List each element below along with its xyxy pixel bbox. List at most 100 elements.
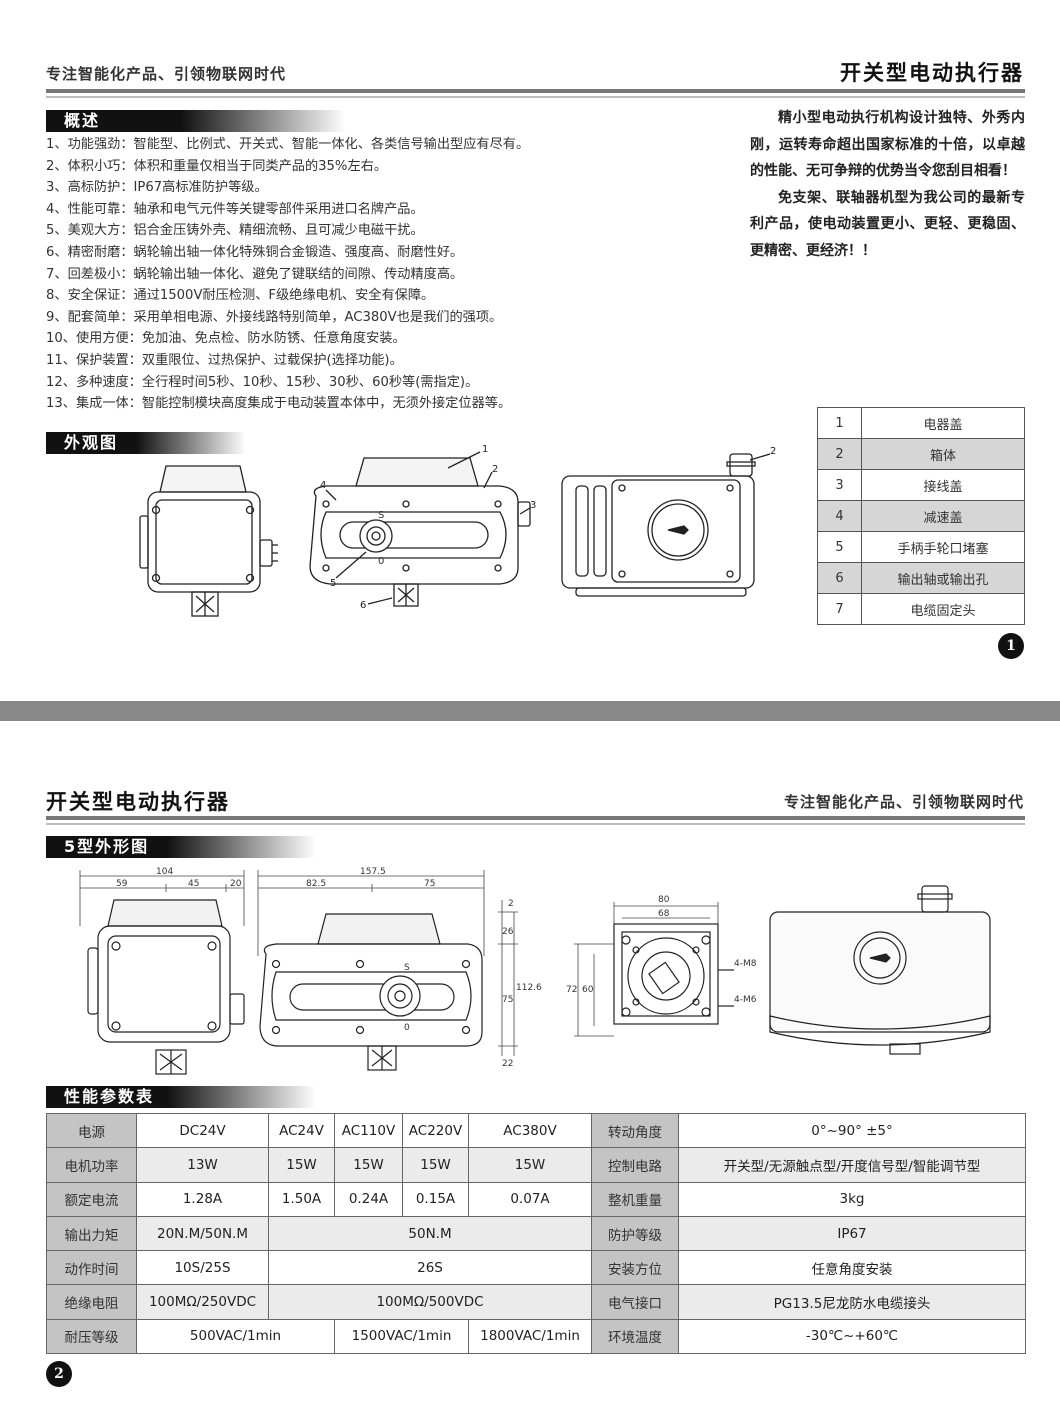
part-no: 6 <box>817 562 862 594</box>
part-name: 接线盖 <box>861 469 1025 501</box>
table-row: 绝缘电阻 100MΩ/250VDC 100MΩ/500VDC 电气接口 PG13… <box>46 1284 1026 1320</box>
spec-cell: 0.24A <box>334 1181 403 1217</box>
callout-label: 1 <box>482 444 488 455</box>
part-no: 2 <box>817 438 862 470</box>
spec-cell: -30℃~+60℃ <box>678 1318 1026 1355</box>
table-row: 电机功率 13W 15W 15W 15W 15W 控制电路 开关型/无源触点型/… <box>46 1147 1026 1183</box>
feature-item: 6、精密耐磨：蜗轮输出轴一体化特殊铜合金锻造、强度高、耐磨性好。 <box>46 245 464 260</box>
dial-0-label: 0 <box>378 556 384 567</box>
spec-cell: 开关型/无源触点型/开度信号型/智能调节型 <box>678 1147 1026 1183</box>
feature-item: 9、配套简单：采用单相电源、外接线路特别简单，AC380V也是我们的强项。 <box>46 309 503 325</box>
feature-item: 12、多种速度：全行程时间5秒、10秒、15秒、30秒、60秒等(需指定)。 <box>46 374 479 390</box>
dim-label: 68 <box>658 909 670 919</box>
callout-label: 5 <box>330 578 336 589</box>
spec-cell: 0.15A <box>402 1181 469 1217</box>
callout-label: 6 <box>360 600 366 611</box>
dimension-drawings: 104 59 45 20 157.5 82.5 75 2 26 75 112.6… <box>79 867 991 1075</box>
spec-cell: 0°~90° ±5° <box>678 1112 1026 1149</box>
dim-label: 20 <box>230 879 242 889</box>
spec-table: 电源 DC24V AC24V AC110V AC220V AC380V 转动角度… <box>46 1112 1026 1355</box>
spec-cell: 整机重量 <box>591 1181 679 1217</box>
spec-cell: 动作时间 <box>46 1250 137 1286</box>
intro-text: 精小型电动执行机构设计独特、外秀内刚，运转寿命超出国家标准的十倍，以卓越的性能、… <box>750 105 1025 264</box>
spec-cell: AC24V <box>268 1112 335 1149</box>
dim-label: 112.6 <box>516 983 542 993</box>
dim-front-view <box>259 913 483 1071</box>
spec-cell: 1.28A <box>136 1181 269 1217</box>
dim-label: 72 <box>566 985 577 995</box>
spec-cell: 15W <box>268 1147 335 1183</box>
part-name: 输出轴或输出孔 <box>861 562 1025 594</box>
section-appearance: 外观图 <box>46 432 246 454</box>
page-number-2: 2 <box>46 1361 72 1387</box>
dim-label: 45 <box>188 879 199 889</box>
callout-label: 4 <box>320 480 326 491</box>
spec-cell: 控制电路 <box>591 1147 679 1183</box>
section-performance: 性能参数表 <box>46 1086 316 1108</box>
spec-cell: 15W <box>468 1147 592 1183</box>
top-rule <box>46 89 1025 93</box>
dim-label: 75 <box>502 995 513 1005</box>
spec-cell: 绝缘电阻 <box>46 1284 137 1320</box>
part-no: 4 <box>817 500 862 532</box>
dim-perspective-view <box>769 885 991 1055</box>
feature-item: 2、体积小巧：体积和重量仅相当于同类产品的35%左右。 <box>46 158 388 174</box>
spec-cell: PG13.5尼龙防水电缆接头 <box>678 1284 1026 1320</box>
part-name: 电器盖 <box>861 407 1025 439</box>
feature-item: 3、高标防护：IP67高标准防护等级。 <box>46 180 268 196</box>
section-outline5: 5型外形图 <box>46 836 316 858</box>
spec-cell: 26S <box>268 1250 592 1286</box>
spec-cell: 任意角度安装 <box>678 1250 1026 1286</box>
spec-cell: 1500VAC/1min <box>334 1318 469 1355</box>
part-name: 电缆固定头 <box>861 593 1025 625</box>
spec-cell: AC110V <box>334 1112 403 1149</box>
callout-label: 3 <box>530 500 536 511</box>
spec-cell: 100MΩ/500VDC <box>268 1284 592 1320</box>
spec-cell: 环境温度 <box>591 1318 679 1355</box>
spec-cell: IP67 <box>678 1215 1026 1252</box>
spec-cell: 转动角度 <box>591 1112 679 1149</box>
spec-cell: 电气接口 <box>591 1284 679 1320</box>
part-name: 箱体 <box>861 438 1025 470</box>
dim-label: 2 <box>508 899 514 909</box>
feature-item: 10、使用方便：免加油、免点检、防水防锈、任意角度安装。 <box>46 331 406 347</box>
part-no: 5 <box>817 531 862 563</box>
dim-label: 80 <box>658 895 670 905</box>
spec-cell: 0.07A <box>468 1181 592 1217</box>
part-no: 7 <box>817 593 862 625</box>
spec-cell: 500VAC/1min <box>136 1318 335 1355</box>
appearance-drawings: S 0 1 2 3 4 5 6 2 <box>139 444 776 617</box>
spec-cell: 电机功率 <box>46 1147 137 1183</box>
spec-cell: 安装方位 <box>591 1250 679 1286</box>
spec-cell: 耐压等级 <box>46 1318 137 1355</box>
dim-side-view <box>87 899 245 1075</box>
page-divider-band <box>0 701 1060 721</box>
page-number-1: 1 <box>998 633 1024 659</box>
spec-cell: AC220V <box>402 1112 469 1149</box>
spec-cell: 1.50A <box>268 1181 335 1217</box>
top-slogan: 专注智能化产品、引领物联网时代 <box>46 65 287 83</box>
spec-cell: DC24V <box>136 1112 269 1149</box>
spec-cell: 输出力矩 <box>46 1215 137 1252</box>
dial-0-label: 0 <box>404 1023 410 1033</box>
feature-item: 11、保护装置：双重限位、过热保护、过载保护(选择功能)。 <box>46 353 403 368</box>
side-view-drawing <box>139 465 278 617</box>
feature-item: 8、安全保证：通过1500V耐压检测、F级绝缘电机、安全有保障。 <box>46 288 435 304</box>
dim-label: 82.5 <box>306 879 326 889</box>
section-overview: 概述 <box>46 110 346 132</box>
bottom-rule <box>46 816 1025 820</box>
part-no: 1 <box>817 407 862 439</box>
top-view-drawing <box>561 453 756 597</box>
table-row: 输出力矩 20N.M/50N.M 50N.M 防护等级 IP67 <box>46 1215 1026 1252</box>
part-no: 3 <box>817 469 862 501</box>
spec-cell: 15W <box>402 1147 469 1183</box>
intro-paragraph-1: 精小型电动执行机构设计独特、外秀内刚，运转寿命超出国家标准的十倍，以卓越的性能、… <box>750 110 1025 179</box>
table-row: 动作时间 10S/25S 26S 安装方位 任意角度安装 <box>46 1250 1026 1286</box>
spec-cell: 10S/25S <box>136 1250 269 1286</box>
dim-label: 104 <box>156 867 173 877</box>
